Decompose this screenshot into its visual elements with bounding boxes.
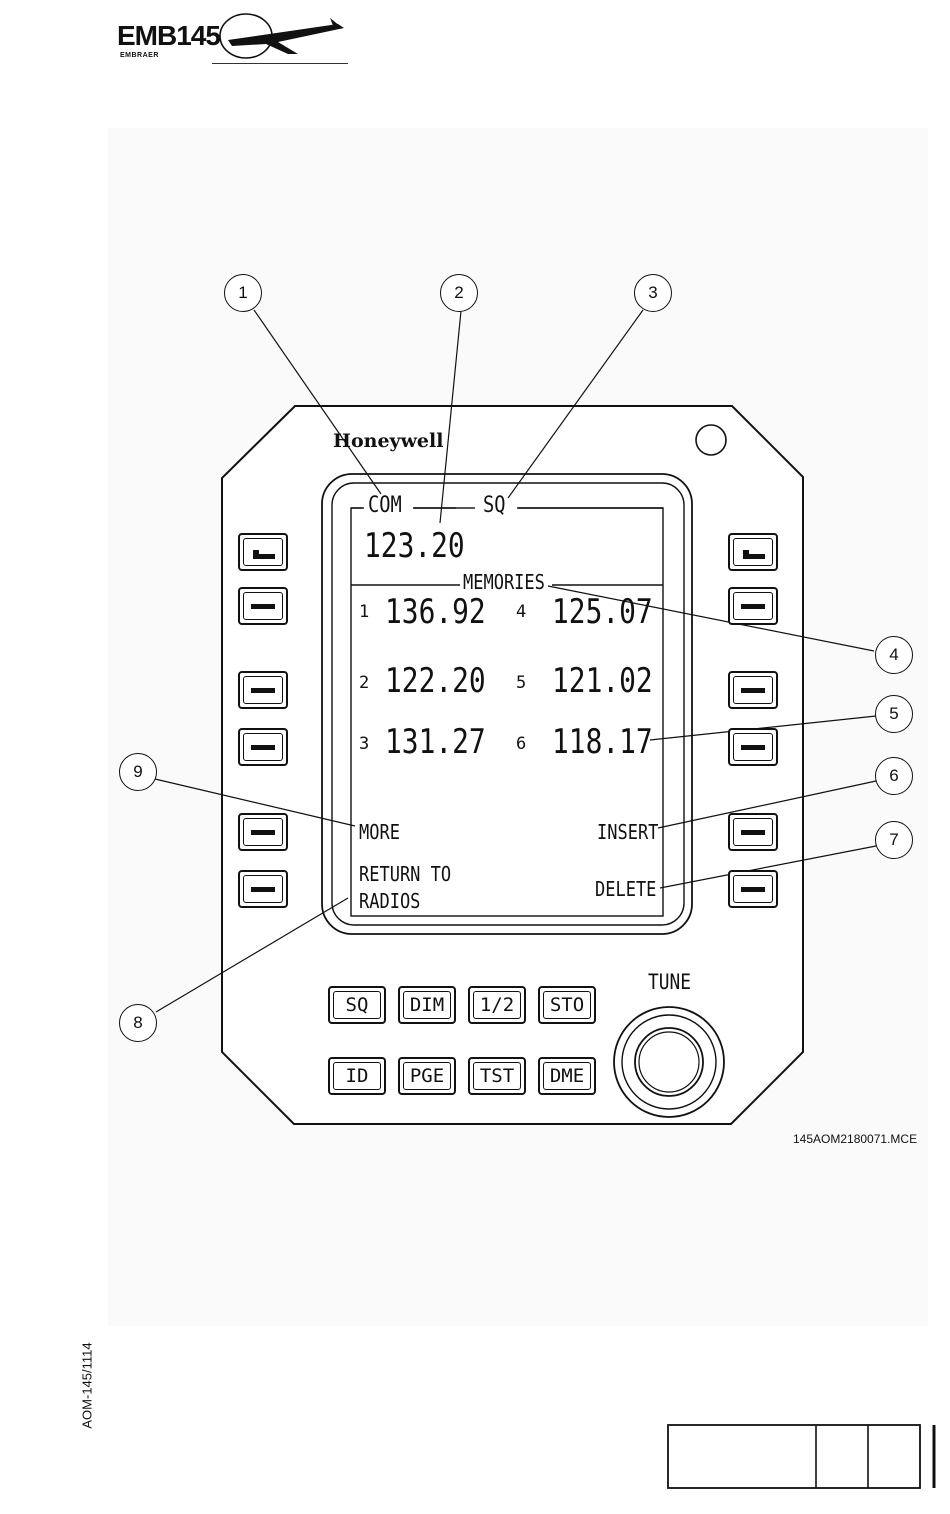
left-key-6[interactable]: [238, 870, 288, 908]
pge-button[interactable]: PGE: [398, 1057, 456, 1095]
left-key-4[interactable]: [238, 728, 288, 766]
mode-label: COM: [368, 493, 402, 518]
tst-button[interactable]: TST: [468, 1057, 526, 1095]
active-frequency: 123.20: [364, 526, 465, 566]
left-key-5[interactable]: [238, 813, 288, 851]
left-key-1[interactable]: [238, 533, 288, 571]
memory-frequency: 118.17: [552, 722, 653, 762]
tune-knob[interactable]: [614, 1007, 724, 1117]
dash-icon: [251, 688, 275, 693]
button-label: 1/2: [470, 988, 524, 1022]
memory-frequency: 131.27: [385, 722, 486, 762]
squelch-label: SQ: [483, 493, 506, 518]
right-key-5[interactable]: [728, 813, 778, 851]
button-label: DME: [540, 1059, 594, 1093]
button-label: TST: [470, 1059, 524, 1093]
memory-frequency: 122.20: [385, 661, 486, 701]
memories-title: MEMORIES: [463, 570, 545, 594]
button-label: STO: [540, 988, 594, 1022]
return-arrow-icon: [251, 546, 277, 560]
dme-button[interactable]: DME: [538, 1057, 596, 1095]
dash-icon: [741, 745, 765, 750]
left-key-2[interactable]: [238, 587, 288, 625]
right-key-6[interactable]: [728, 870, 778, 908]
memory-index: 4: [516, 602, 526, 622]
dash-icon: [251, 604, 275, 609]
callout-7: 7: [875, 821, 913, 859]
callout-3: 3: [634, 274, 672, 312]
memory-index: 6: [516, 734, 526, 754]
tune-label: TUNE: [648, 970, 691, 994]
revision-block: [666, 1424, 938, 1490]
callout-1: 1: [224, 274, 262, 312]
right-key-4[interactable]: [728, 728, 778, 766]
return-label-line1: RETURN TO: [359, 862, 451, 886]
button-label: ID: [330, 1059, 384, 1093]
return-label-line2: RADIOS: [359, 889, 420, 913]
dim-button[interactable]: DIM: [398, 986, 456, 1024]
drawing-id: 145AOM2180071.MCE: [793, 1132, 917, 1146]
right-key-1[interactable]: [728, 533, 778, 571]
more-label: MORE: [359, 820, 400, 844]
memory-frequency: 136.92: [385, 592, 486, 632]
button-label: PGE: [400, 1059, 454, 1093]
memory-frequency: 121.02: [552, 661, 653, 701]
return-arrow-icon: [741, 546, 767, 560]
sto-button[interactable]: STO: [538, 986, 596, 1024]
document-id: AOM-145/1114: [80, 1342, 95, 1428]
callout-2: 2: [440, 274, 478, 312]
callout-8: 8: [119, 1004, 157, 1042]
button-label: SQ: [330, 988, 384, 1022]
dash-icon: [741, 830, 765, 835]
right-key-2[interactable]: [728, 587, 778, 625]
callout-5: 5: [875, 695, 913, 733]
memory-index: 2: [359, 673, 369, 693]
brand-label: Honeywell: [333, 430, 443, 452]
left-key-3[interactable]: [238, 671, 288, 709]
dash-icon: [251, 887, 275, 892]
id-button[interactable]: ID: [328, 1057, 386, 1095]
half-button[interactable]: 1/2: [468, 986, 526, 1024]
memory-index: 3: [359, 734, 369, 754]
delete-label: DELETE: [595, 877, 656, 901]
dash-icon: [251, 745, 275, 750]
callout-9: 9: [119, 753, 157, 791]
memory-index: 1: [359, 602, 369, 622]
callout-6: 6: [875, 757, 913, 795]
memory-frequency: 125.07: [552, 592, 653, 632]
button-label: DIM: [400, 988, 454, 1022]
dash-icon: [741, 688, 765, 693]
callout-4: 4: [875, 636, 913, 674]
sq-button[interactable]: SQ: [328, 986, 386, 1024]
memory-index: 5: [516, 673, 526, 693]
right-key-3[interactable]: [728, 671, 778, 709]
dash-icon: [741, 604, 765, 609]
dash-icon: [251, 830, 275, 835]
insert-label: INSERT: [597, 820, 658, 844]
dash-icon: [741, 887, 765, 892]
